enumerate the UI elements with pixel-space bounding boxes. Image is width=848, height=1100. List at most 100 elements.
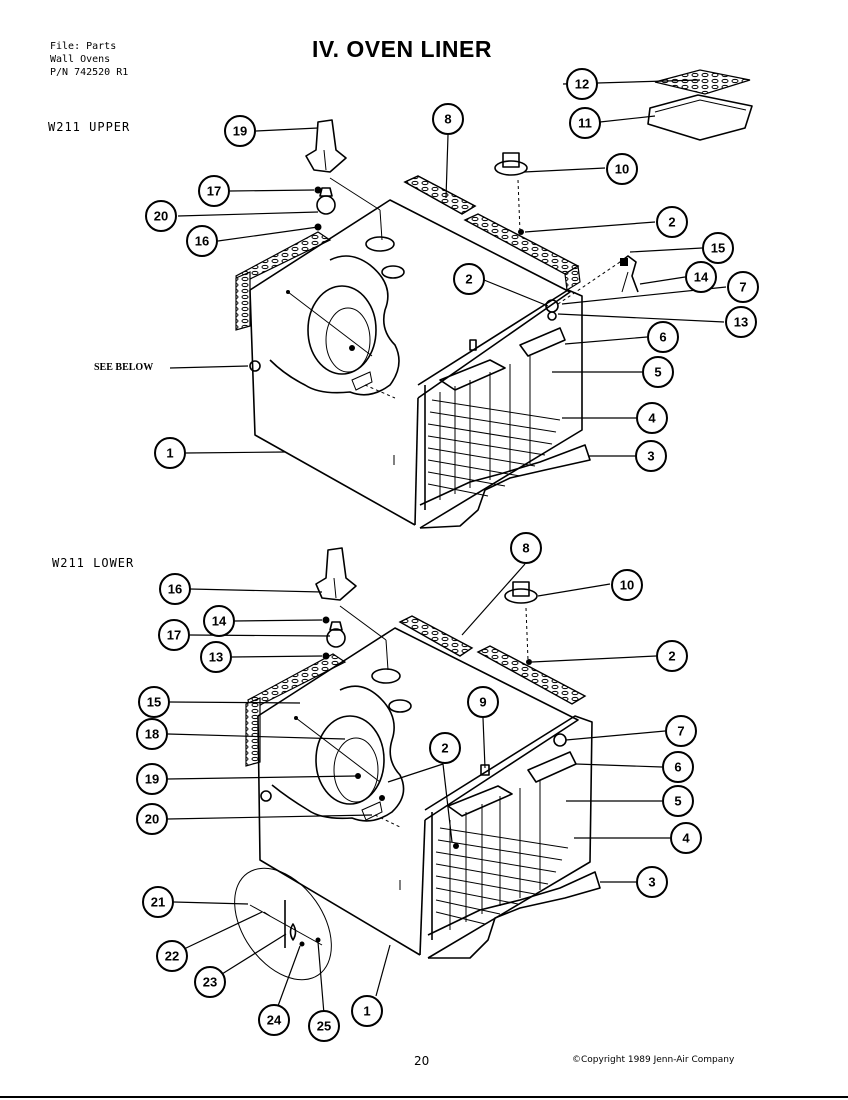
callout: 3 [636,866,668,898]
callout-number: 6 [674,760,681,775]
callout-number: 8 [444,112,451,127]
callout-number: 17 [207,184,221,199]
callout-number: 8 [522,541,529,556]
callout: 6 [647,321,679,353]
callout: 5 [642,356,674,388]
callout-number: 4 [682,831,690,846]
callout-number: 9 [479,695,486,710]
callout: 7 [665,715,697,747]
callout: 17 [198,175,230,207]
callout: 2 [453,263,485,295]
lower-callouts: 8 16 14 17 13 10 2 15 18 9 2 7 19 6 20 5… [136,532,702,1042]
callout-number: 20 [145,812,159,827]
callout: 11 [569,107,601,139]
callout: 2 [656,206,688,238]
callout-number: 21 [151,895,165,910]
callout-number: 16 [195,234,209,249]
upper-section-label: W211 UPPER [48,120,131,134]
callout: 15 [138,686,170,718]
callout: 20 [136,803,168,835]
callout-number: 14 [694,270,709,285]
callout: 19 [136,763,168,795]
callout: 7 [727,271,759,303]
callout-number: 7 [677,724,684,739]
callout-number: 2 [668,215,675,230]
callout: 10 [611,569,643,601]
callout: 8 [432,103,464,135]
callout: 24 [258,1004,290,1036]
callout-number: 14 [212,614,227,629]
callout: 13 [725,306,757,338]
callout-number: 1 [166,446,173,461]
callout: 16 [159,573,191,605]
callout-number: 22 [165,949,179,964]
see-below-label: SEE BELOW [94,362,154,373]
file-line: File: Parts [50,41,117,52]
callout: 22 [156,940,188,972]
file-info: File: Parts Wall Ovens P/N 742520 R1 [50,40,128,79]
callout: 15 [702,232,734,264]
callout-number: 4 [648,411,656,426]
callout: 2 [429,732,461,764]
callout-number: 11 [578,116,592,131]
callout: 18 [136,718,168,750]
callout: 13 [200,641,232,673]
callout: 17 [158,619,190,651]
callout: 21 [142,886,174,918]
callout-number: 2 [441,741,448,756]
callout: 10 [606,153,638,185]
callout-number: 13 [209,650,223,665]
callout-number: 19 [233,124,247,139]
callout-number: 19 [145,772,159,787]
callout-number: 25 [317,1019,331,1034]
callout-number: 5 [654,365,661,380]
upper-oven-liner [235,69,753,529]
callout-number: 10 [615,162,629,177]
callout: 4 [636,402,668,434]
callout-number: 16 [168,582,182,597]
callout-number: 17 [167,628,181,643]
callout-number: 3 [648,875,655,890]
page-number: 20 [414,1054,430,1068]
file-line: Wall Ovens [50,54,111,65]
callout-number: 12 [575,77,589,92]
callout-number: 23 [203,975,217,990]
upper-callouts: 19 17 20 16 8 10 12 11 2 15 14 7 2 13 6 … [145,68,759,472]
file-line: P/N 742520 R1 [50,67,129,78]
callout-number: 15 [147,695,161,710]
callout: 14 [685,261,717,293]
copyright: ©Copyright 1989 Jenn-Air Company [572,1055,735,1065]
callout: 23 [194,966,226,998]
callout: 9 [467,686,499,718]
callout: 3 [635,440,667,472]
callout-number: 13 [734,315,748,330]
callout: 14 [203,605,235,637]
callout: 1 [351,995,383,1027]
lower-section-label: W211 LOWER [52,556,135,570]
callout-number: 1 [363,1004,370,1019]
callout-number: 18 [145,727,159,742]
callout: 16 [186,225,218,257]
callout-number: 10 [620,578,634,593]
callout: 5 [662,785,694,817]
callout-number: 6 [659,330,666,345]
lower-oven-liner [234,547,601,981]
callout-number: 2 [465,272,472,287]
callout-number: 24 [267,1013,282,1028]
callout: 2 [656,640,688,672]
callout: 12 [566,68,598,100]
callout: 25 [308,1010,340,1042]
callout: 1 [154,437,186,469]
callout: 4 [670,822,702,854]
callout: 19 [224,115,256,147]
callout: 6 [662,751,694,783]
lower-leaders [167,563,670,1015]
callout-number: 20 [154,209,168,224]
callout-number: 7 [739,280,746,295]
callout-number: 15 [711,241,725,256]
bottom-rule [0,1096,848,1098]
callout: 20 [145,200,177,232]
callout-number: 2 [668,649,675,664]
page-title: IV. OVEN LINER [312,36,492,62]
